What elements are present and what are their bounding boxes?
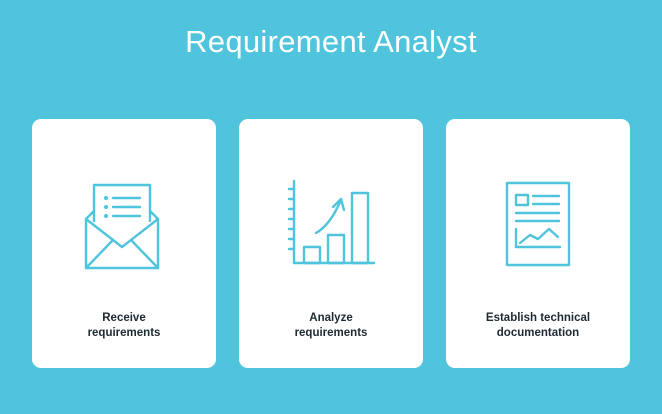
card-analyze-requirements: Analyze requirements — [239, 119, 423, 368]
card-label-line: requirements — [294, 327, 368, 339]
envelope-document-icon — [84, 177, 164, 278]
growth-chart-icon — [286, 177, 376, 276]
card-label-line: Establish technical — [485, 312, 591, 324]
card-label-line: documentation — [496, 327, 580, 339]
report-document-icon — [503, 177, 573, 274]
card-label: Analyze requirements — [249, 311, 413, 341]
page-title: Requirement Analyst — [185, 24, 477, 59]
card-label-line: Receive — [102, 312, 146, 324]
card-label: Receive requirements — [42, 311, 206, 341]
card-establish-documentation: Establish technical documentation — [446, 119, 630, 368]
card-label-line: requirements — [87, 327, 161, 339]
card-label-line: Analyze — [309, 312, 353, 324]
card-receive-requirements: Receive requirements — [32, 119, 216, 368]
card-label: Establish technical documentation — [456, 311, 620, 341]
